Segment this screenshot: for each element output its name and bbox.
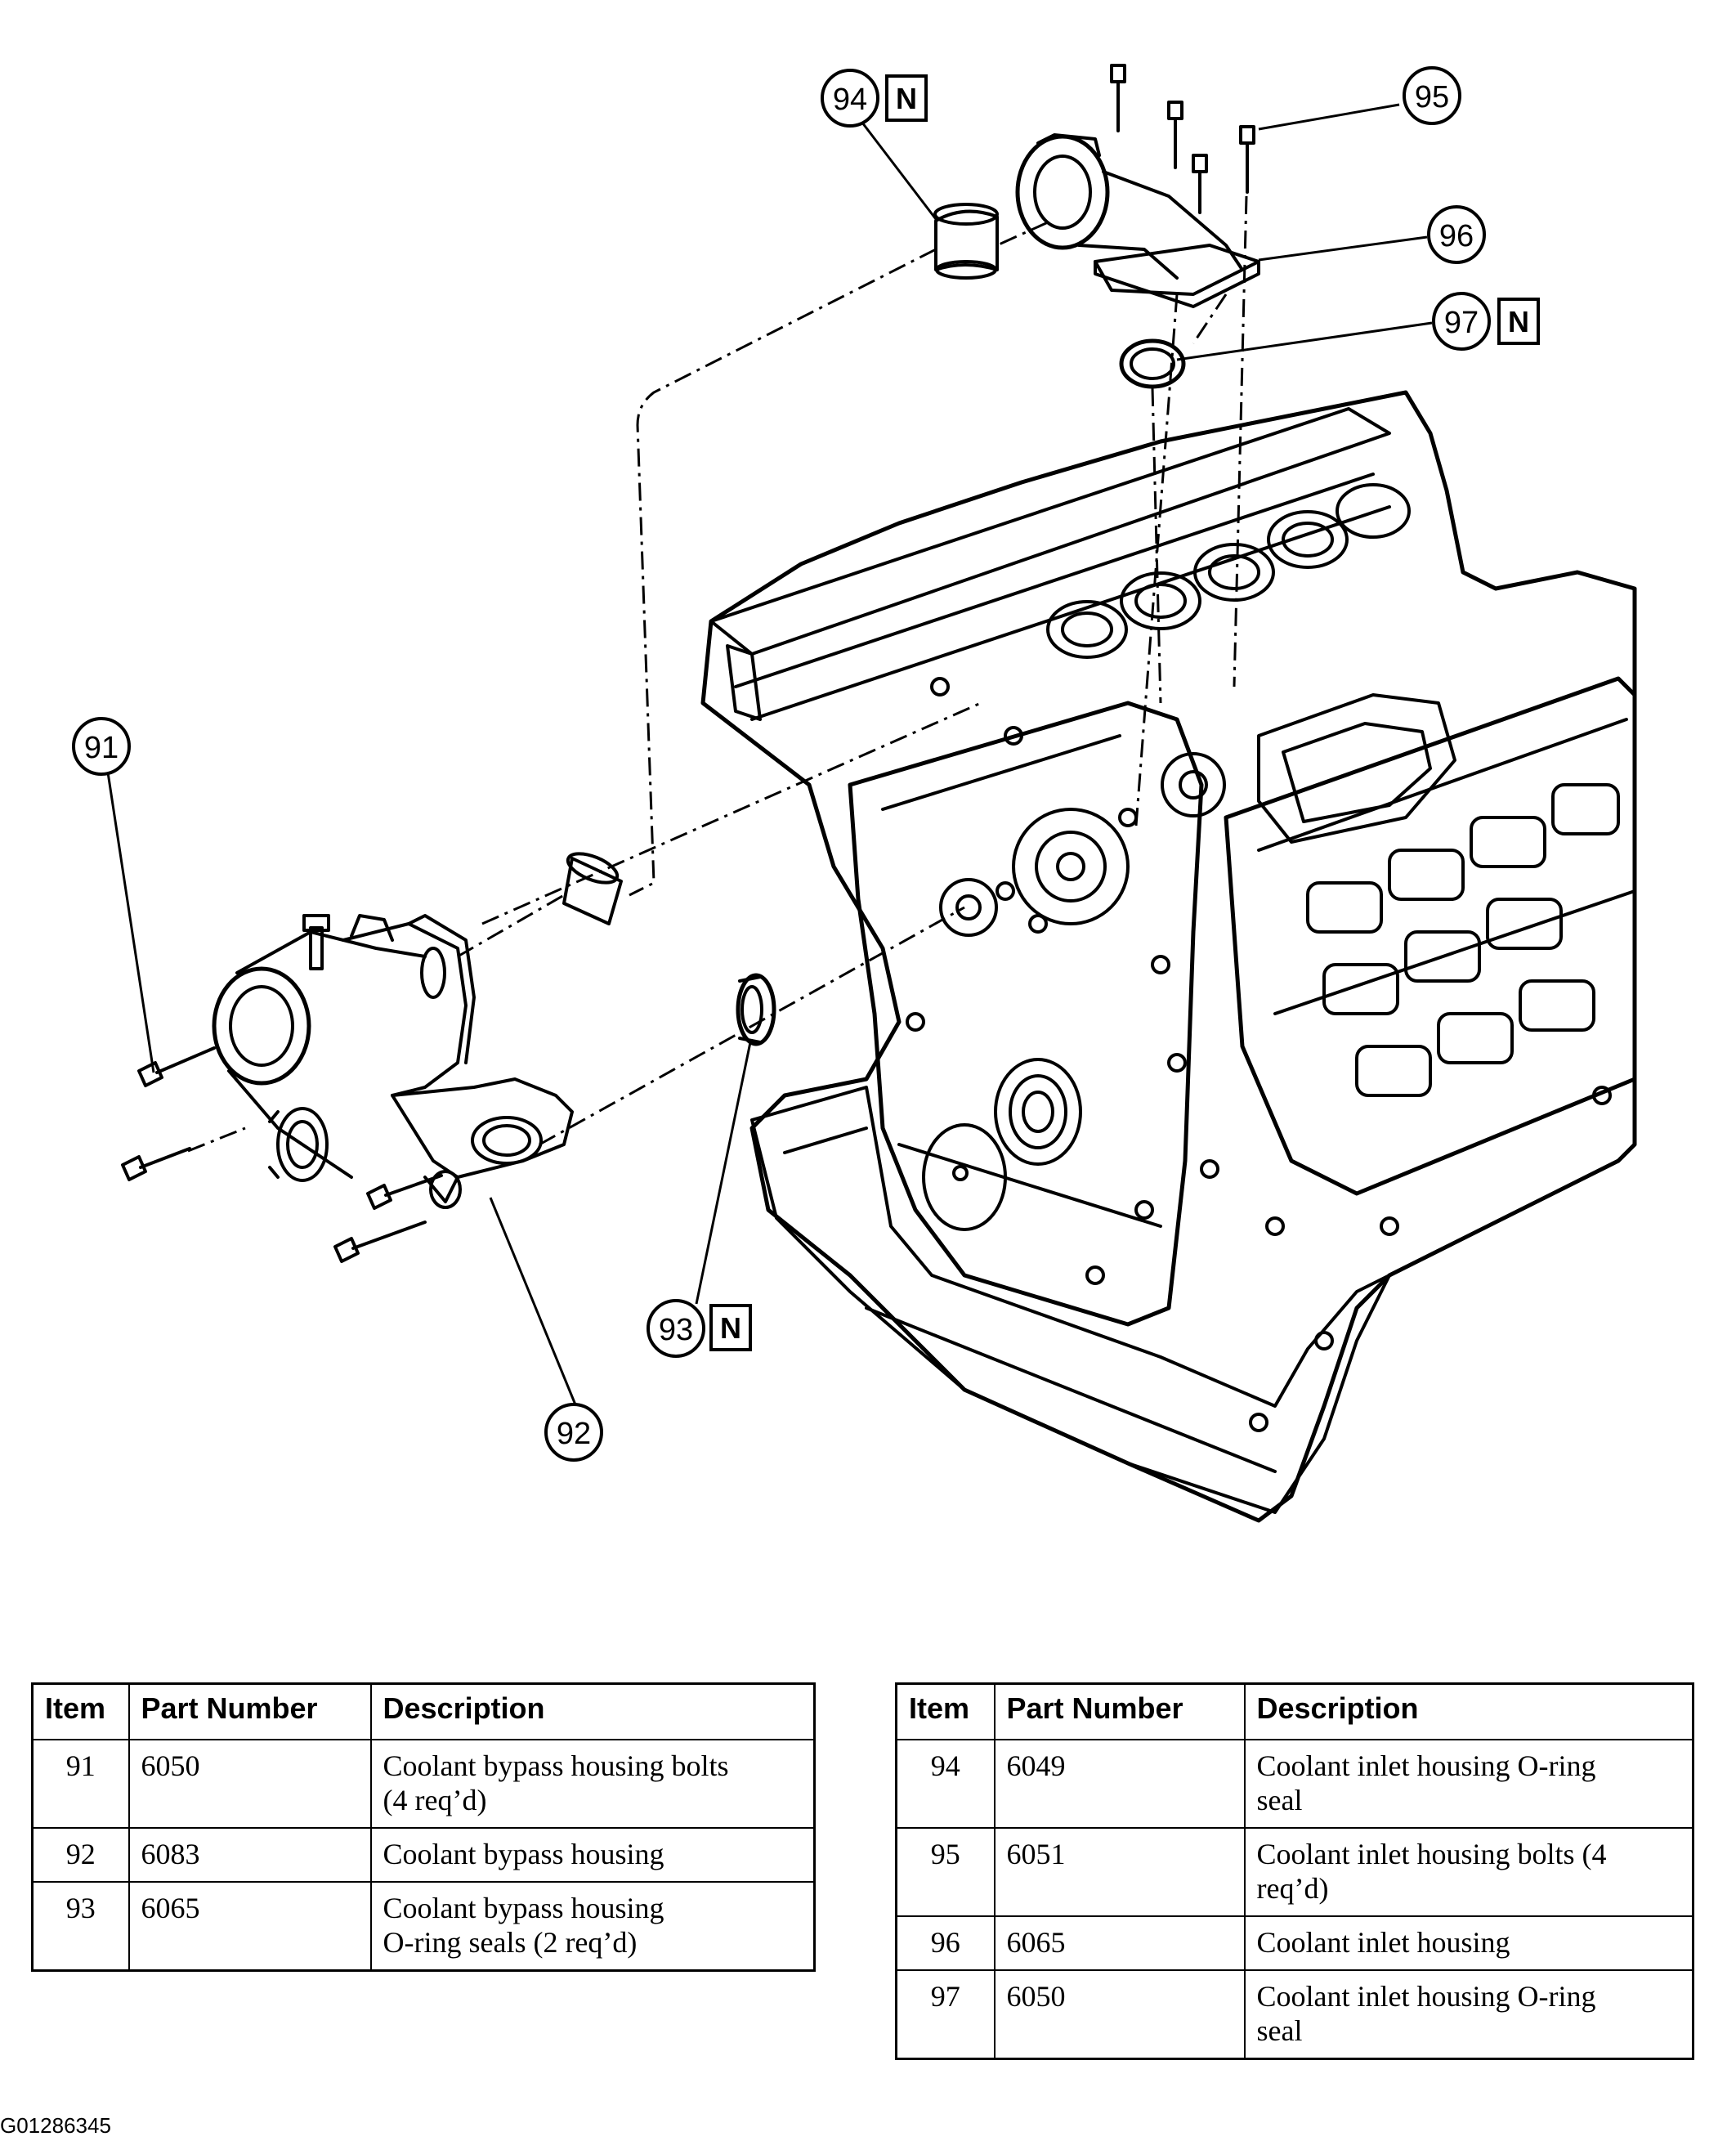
callout-97-label: 97 [1444, 306, 1479, 340]
new-part-badge-97 [1497, 298, 1540, 345]
part-number-cell: 6083 [128, 1827, 372, 1883]
callout-95-label: 95 [1415, 80, 1449, 114]
coolant-inlet-housing [1015, 133, 1260, 308]
item-cell: 93 [31, 1881, 130, 1972]
exploded-view-diagram: 91 92 93 N 94 N 95 96 97 N [72, 64, 1637, 1523]
callout-97: 97 N [1432, 292, 1540, 351]
description-line: req’d) [1256, 1872, 1329, 1905]
part-number-cell: 6050 [128, 1739, 372, 1829]
coolant-inlet-bolts [1110, 64, 1255, 214]
description-line: Coolant inlet housing [1256, 1926, 1510, 1959]
header-description: Description [369, 1682, 816, 1740]
description-line: O-ring seals (2 req’d) [383, 1926, 638, 1959]
description-line: (4 req’d) [383, 1784, 487, 1816]
new-part-badge-93 [709, 1304, 752, 1351]
header-part-number: Part Number [993, 1682, 1246, 1740]
parts-table-right: Item Part Number Description 94 6049 Coo… [895, 1682, 1694, 2060]
item-cell: 96 [895, 1915, 996, 1971]
header-item: Item [31, 1682, 130, 1740]
callout-94-label: 94 [833, 83, 867, 117]
part-number-cell: 6051 [993, 1827, 1246, 1917]
alignment-lines [187, 195, 1248, 1153]
description-line: Coolant inlet housing O-ring [1256, 1980, 1596, 2013]
engine-block [700, 390, 1637, 1523]
coolant-bypass-housing [212, 914, 574, 1209]
callout-92: 92 [544, 1403, 603, 1462]
description-line: Coolant inlet housing bolts (4 [1256, 1838, 1607, 1870]
new-part-badge-94-label: N [896, 82, 917, 115]
parts-table-left: Item Part Number Description 91 6050 Coo… [31, 1682, 816, 1972]
callout-96-label: 96 [1439, 219, 1474, 253]
part-number-cell: 6049 [993, 1739, 1246, 1829]
description-cell: Coolant bypass housing [369, 1827, 816, 1883]
item-cell: 94 [895, 1739, 996, 1829]
leader-lines [106, 103, 1433, 1413]
table-header-row: Item Part Number Description [895, 1682, 1694, 1740]
item-cell: 91 [31, 1739, 130, 1829]
description-line: seal [1256, 1784, 1303, 1816]
callout-96: 96 [1427, 205, 1486, 264]
coolant-bypass-bolts [121, 1046, 443, 1263]
item-cell: 92 [31, 1827, 130, 1883]
callout-93: 93 N [647, 1299, 752, 1358]
description-line: Coolant bypass housing bolts [383, 1749, 729, 1782]
coolant-bypass-o-ring-lower [736, 973, 776, 1046]
callout-92-label: 92 [557, 1417, 591, 1451]
coolant-inlet-o-ring-94 [933, 203, 999, 280]
new-part-badge-93-label: N [720, 1311, 741, 1345]
callout-93-label: 93 [659, 1313, 693, 1347]
description-line: seal [1256, 2014, 1303, 2047]
table-row: 96 6065 Coolant inlet housing [895, 1915, 1694, 1971]
description-cell: Coolant bypass housing bolts(4 req’d) [369, 1739, 816, 1829]
part-number-cell: 6065 [993, 1915, 1246, 1971]
header-item: Item [895, 1682, 996, 1740]
new-part-badge-94 [885, 74, 928, 122]
callout-91-label: 91 [84, 731, 119, 765]
item-cell: 95 [895, 1827, 996, 1917]
callout-91: 91 [72, 717, 131, 776]
item-cell: 97 [895, 1969, 996, 2060]
description-line: Coolant inlet housing O-ring [1256, 1749, 1596, 1782]
callout-95: 95 [1403, 66, 1461, 125]
description-line: Coolant bypass housing [383, 1892, 664, 1924]
table-row: 91 6050 Coolant bypass housing bolts(4 r… [31, 1739, 816, 1829]
table-header-row: Item Part Number Description [31, 1682, 816, 1740]
part-number-cell: 6065 [128, 1881, 372, 1972]
header-part-number: Part Number [128, 1682, 372, 1740]
figure-code: G01286345 [0, 2113, 111, 2138]
description-cell: Coolant inlet housing [1243, 1915, 1694, 1971]
callout-94: 94 N [821, 69, 928, 128]
new-part-badge-97-label: N [1508, 305, 1529, 338]
coolant-bypass-o-ring-upper [562, 852, 623, 925]
header-description: Description [1243, 1682, 1694, 1740]
part-number-cell: 6050 [993, 1969, 1246, 2060]
description-line: Coolant bypass housing [383, 1838, 664, 1870]
coolant-inlet-o-ring-97 [1119, 338, 1186, 389]
table-row: 92 6083 Coolant bypass housing [31, 1827, 816, 1883]
